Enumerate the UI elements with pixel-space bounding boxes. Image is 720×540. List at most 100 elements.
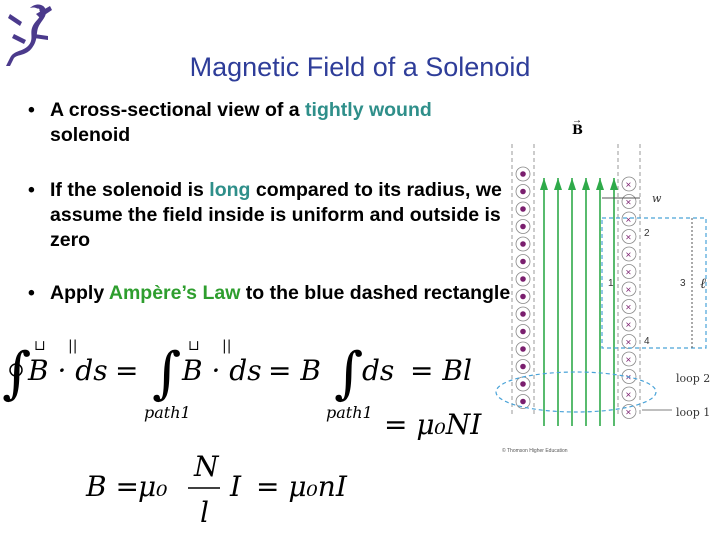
- wire-in: [621, 386, 637, 402]
- cross-icon: ×: [626, 233, 632, 244]
- cross-icon: ×: [626, 268, 632, 279]
- current-dots: [515, 166, 531, 409]
- highlight-text: tightly wound: [305, 99, 432, 121]
- wire-in: [621, 299, 637, 314]
- highlight-text: Ampère’s Law: [108, 282, 241, 304]
- bullet-dot: •: [28, 179, 35, 201]
- dot-icon: [520, 223, 526, 230]
- wire-in: [621, 351, 637, 367]
- eq-mid: B · ds: [181, 354, 262, 387]
- bullet-text: to the blue dashed rectangle: [240, 282, 511, 304]
- cross-icon: ×: [626, 355, 632, 366]
- eq-line3-I: I: [229, 470, 242, 503]
- cross-icon: ×: [626, 180, 632, 191]
- eq-ds: ds: [362, 354, 394, 387]
- dot-icon: [520, 188, 526, 195]
- eq-equals-B: = B: [268, 354, 321, 387]
- bullet-item: • If the solenoid is long compared to it…: [28, 178, 528, 253]
- cross-icon: ×: [626, 320, 632, 331]
- wire-in: [621, 316, 637, 332]
- dot-icon: [520, 311, 526, 317]
- dot-icon: [520, 363, 526, 370]
- dot-icon: [520, 171, 526, 177]
- loop1-label: loop 1: [676, 406, 710, 419]
- bullet-dot: •: [28, 99, 35, 121]
- dot-icon: [520, 241, 526, 247]
- cross-icon: ×: [626, 215, 632, 226]
- current-crosses: × × × × × × × × × × × × × ×: [621, 176, 637, 419]
- field-arrow-icon: [554, 178, 562, 190]
- integral-sign: ∫: [334, 341, 363, 406]
- loop2-ellipse: [495, 371, 657, 413]
- field-arrow-icon: [568, 178, 576, 190]
- b-arrow-icon: →: [572, 115, 582, 126]
- side-label-1: 1: [608, 278, 614, 289]
- cross-icon: ×: [626, 373, 632, 384]
- side-label-3: 3: [680, 278, 686, 289]
- loop2-label: loop 2: [676, 372, 710, 385]
- eq-line3-lhs: B =: [85, 470, 139, 503]
- solenoid-diagram: × × × × × × × × × × × × × × B → w ℓ 1 2 3 4 loop 2 lo…: [495, 115, 710, 454]
- field-arrow-icon: [540, 178, 548, 190]
- field-arrow-icon: [610, 178, 618, 190]
- dot-icon: [520, 398, 526, 405]
- wire-in: [621, 264, 637, 279]
- highlight-text: long: [209, 179, 251, 201]
- b-field-label: B: [572, 123, 583, 138]
- eq-line3-mu: μ₀: [138, 470, 167, 503]
- dot-icon: [520, 276, 526, 282]
- vector-arrows: ⊔ ||: [188, 338, 231, 354]
- bullet-text: solenoid: [50, 124, 131, 146]
- lizard-logo-icon: [6, 4, 52, 67]
- field-arrow-icon: [596, 178, 604, 190]
- bullet-text: Apply: [50, 282, 109, 304]
- dot-icon: [520, 206, 526, 212]
- path-subscript: path1: [144, 403, 191, 422]
- cross-icon: ×: [626, 338, 632, 349]
- side-label-2: 2: [644, 228, 650, 239]
- integral-sign: ∫: [2, 341, 31, 406]
- wire-in: [621, 176, 637, 192]
- w-label: w: [652, 192, 662, 205]
- dot-icon: [520, 293, 526, 300]
- cross-icon: ×: [626, 303, 632, 314]
- wire-in: [621, 281, 637, 297]
- dot-icon: [520, 328, 526, 335]
- wire-in: [621, 246, 637, 262]
- slide-title: Magnetic Field of a Solenoid: [189, 52, 531, 82]
- field-lines: [540, 178, 618, 426]
- eq-rhs: = Bl: [410, 354, 472, 387]
- dot-icon: [520, 381, 526, 387]
- bullet-item: • Apply Ampère’s Law to the blue dashed …: [28, 281, 528, 306]
- field-arrow-icon: [582, 178, 590, 190]
- eq-equals: =: [115, 354, 138, 387]
- wire-in: [621, 229, 637, 244]
- wire-in: [621, 211, 637, 227]
- bullet-text: If the solenoid is: [50, 179, 210, 201]
- cross-icon: ×: [626, 285, 632, 296]
- vector-arrows: ⊔ ||: [34, 338, 77, 354]
- eq-line3-rhs: = μ₀nI: [256, 470, 348, 503]
- equation-block: ∫ B · ds ⊔ || = ∫ B · ds ⊔ || path1 = B …: [2, 338, 482, 529]
- bullet-text: A cross-sectional view of a: [50, 99, 306, 121]
- side-label-4: 4: [644, 336, 650, 347]
- fraction-denominator: l: [200, 496, 209, 529]
- cross-icon: ×: [626, 198, 632, 209]
- cross-icon: ×: [626, 250, 632, 261]
- bullet-item: • A cross-sectional view of a tightly wo…: [28, 98, 528, 148]
- dot-icon: [520, 258, 526, 265]
- ampere-loop-rect: [601, 217, 707, 349]
- cross-icon: ×: [626, 390, 632, 401]
- integral-sign: ∫: [152, 341, 181, 406]
- contour-circle: [9, 363, 23, 377]
- path-subscript: path1: [326, 403, 373, 422]
- eq-lhs: B · ds: [27, 354, 108, 387]
- eq-line2: = μ₀NI: [384, 408, 482, 441]
- bullet-dot: •: [28, 282, 35, 304]
- cross-icon: ×: [626, 408, 632, 419]
- bullet-text: compared to its radius, we assume the fi…: [50, 179, 502, 251]
- dot-icon: [520, 346, 526, 352]
- copyright-credit: © Thomson Higher Education: [502, 447, 568, 454]
- fraction-numerator: N: [193, 450, 220, 483]
- l-label: ℓ: [700, 276, 706, 292]
